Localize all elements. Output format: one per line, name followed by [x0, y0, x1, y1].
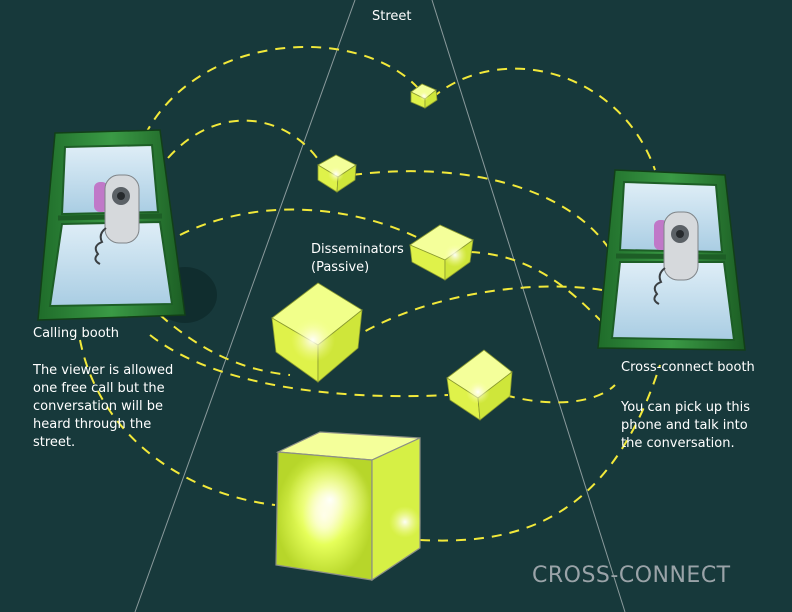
disseminator-cube-1	[410, 83, 438, 109]
street-lines	[134, 0, 626, 612]
cross-desc-line: You can pick up this	[621, 400, 751, 415]
cross-connect-booth	[597, 169, 746, 351]
path-top-right	[431, 67, 656, 171]
path-3-right	[469, 251, 611, 331]
disseminator-cube-4	[271, 282, 363, 383]
cross-desc-line: the conversation.	[621, 436, 735, 451]
street-line-right	[431, 0, 626, 612]
calling-desc-line: conversation will be	[33, 399, 163, 414]
phone-icon	[94, 174, 140, 265]
disseminators-label: Disseminators	[311, 242, 404, 257]
phone-icon	[653, 211, 699, 305]
path-5-left	[149, 334, 449, 398]
path-4-right	[349, 285, 603, 341]
calling-booth-label: Calling booth	[33, 326, 119, 341]
disseminator-cube-3	[409, 224, 474, 281]
calling-desc-line: street.	[33, 435, 76, 450]
calling-desc-line: one free call but the	[33, 381, 165, 396]
path-2-right	[351, 170, 611, 251]
disseminator-cube-5	[446, 349, 513, 421]
cross-connect-booth-description: You can pick up this phone and talk into…	[621, 399, 750, 453]
calling-booth-description: The viewer is allowed one free call but …	[33, 362, 173, 452]
street-line-left	[134, 0, 356, 612]
path-2-left	[167, 119, 323, 166]
calling-desc-line: The viewer is allowed	[33, 363, 174, 378]
path-4-left	[159, 314, 291, 376]
path-top-left	[144, 46, 419, 136]
calling-desc-line: heard through the	[33, 417, 152, 432]
calling-booth	[37, 129, 217, 323]
disseminator-cube-2	[317, 154, 357, 193]
cross-desc-line: phone and talk into	[621, 418, 748, 433]
signal-paths	[79, 46, 661, 542]
path-5-right	[504, 384, 616, 404]
street-label: Street	[372, 9, 412, 24]
path-6-right	[419, 364, 661, 542]
disseminators-sublabel: (Passive)	[311, 260, 370, 275]
brand-title: CROSS-CONNECT	[532, 563, 731, 588]
path-6-left	[79, 339, 276, 506]
path-3-left	[179, 208, 433, 246]
cross-connect-booth-label: Cross-connect booth	[621, 360, 755, 375]
disseminator-cube-large	[275, 431, 421, 582]
